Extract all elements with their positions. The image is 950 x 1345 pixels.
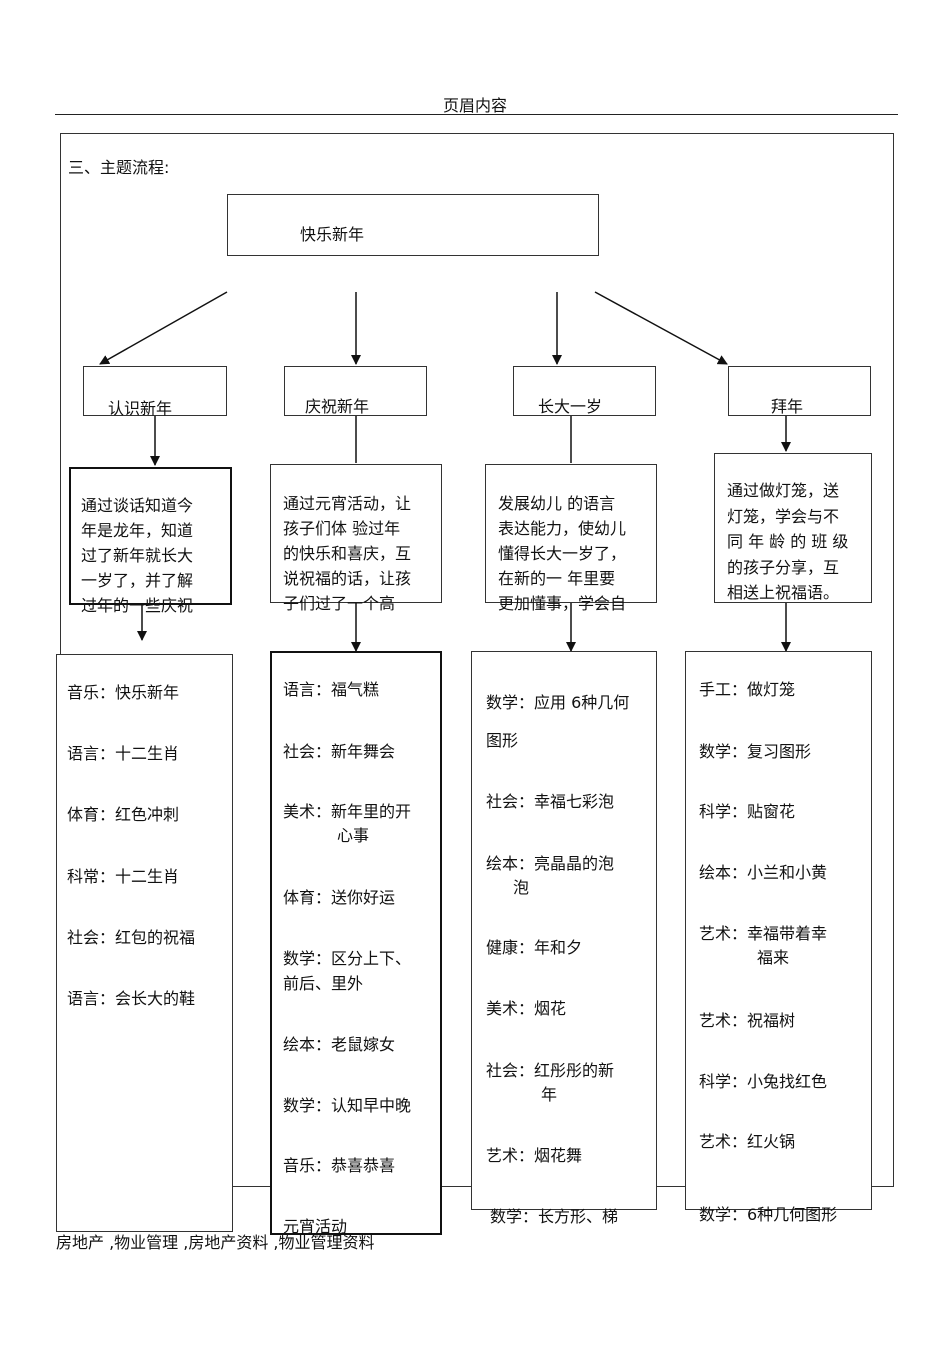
- activity-item: 美术：烟花: [486, 999, 567, 1018]
- description-line: 的快乐和喜庆，互: [283, 544, 412, 563]
- column-title-box-3: 长大一岁: [513, 366, 656, 416]
- description-line: 说祝福的话，让孩: [283, 569, 412, 588]
- activity-item: 健康：年和夕: [486, 938, 583, 957]
- column-title-2: 庆祝新年: [305, 397, 370, 416]
- description-line: 发展幼儿 的语言: [498, 494, 616, 513]
- description-line: 相送上祝福语。: [727, 583, 840, 602]
- description-line: 过年的一些庆祝: [81, 596, 194, 615]
- activity-item: 数学：长方形、梯: [490, 1207, 619, 1226]
- description-line: 通过元宵活动，让: [283, 494, 412, 513]
- description-box-4: 通过做灯笼，送 灯笼，学会与不 同 年 龄 的 班 级 的孩子分享，互 相送上祝…: [714, 453, 872, 603]
- activity-item: 语言：福气糕: [283, 680, 380, 699]
- activity-item: 艺术：祝福树: [699, 1011, 796, 1030]
- page-header: 页眉内容: [442, 96, 507, 115]
- description-line: 通过做灯笼，送: [727, 481, 840, 500]
- description-line: 灯笼，学会与不: [727, 506, 840, 526]
- activity-item: 社会：幸福七彩泡: [486, 792, 615, 811]
- description-line: 在新的一 年里要: [498, 569, 616, 588]
- activity-item: 数学：6种几何图形: [699, 1205, 838, 1224]
- column-title-3: 长大一岁: [538, 397, 603, 416]
- description-line: 子们过了一个高: [283, 594, 396, 613]
- page-footer: 房地产 ,物业管理 ,房地产资料 ,物业管理资料: [56, 1233, 375, 1252]
- activity-item: 元宵活动: [283, 1217, 348, 1236]
- description-line: 过了新年就长大: [81, 546, 194, 565]
- activity-box-4: [685, 651, 872, 1210]
- activity-item: 心事: [337, 826, 370, 845]
- activity-item: 绘本：老鼠嫁女: [283, 1035, 396, 1054]
- description-line: 一岁了，并了解: [81, 571, 194, 590]
- description-line: 同 年 龄 的 班 级: [727, 532, 849, 551]
- activity-box-1: [56, 654, 233, 1232]
- activity-item: 科学：小兔找红色: [699, 1072, 828, 1091]
- activity-item: 语言：十二生肖: [67, 744, 180, 763]
- activity-item: 体育：送你好运: [283, 888, 396, 907]
- description-box-1: 通过谈话知道今 年是龙年，知道 过了新年就长大 一岁了，并了解 过年的一些庆祝: [69, 467, 232, 615]
- activity-item: 数学：应用 6种几何: [486, 693, 630, 712]
- activity-box-3: [471, 651, 657, 1210]
- description-line: 年是龙年，知道: [81, 521, 194, 540]
- column-title-1: 认识新年: [108, 399, 173, 418]
- header-divider: [55, 114, 898, 115]
- description-line: 的孩子分享，互: [727, 557, 840, 577]
- description-text-4: 通过做灯笼，送 灯笼，学会与不 同 年 龄 的 班 级 的孩子分享，互 相送上祝…: [727, 478, 863, 606]
- activity-item: 社会：红彤彤的新: [486, 1061, 615, 1080]
- activity-item: 社会：新年舞会: [283, 742, 396, 761]
- activity-item: 体育：红色冲刺: [67, 805, 180, 824]
- root-topic-label: 快乐新年: [300, 225, 365, 244]
- activity-item: 图形: [486, 731, 519, 750]
- arrow-root-to-col1: [99, 291, 228, 365]
- activity-item: 数学：认知早中晚: [283, 1096, 412, 1115]
- activity-item: 艺术：烟花舞: [486, 1146, 583, 1165]
- activity-item: 绘本：亮晶晶的泡: [486, 854, 615, 873]
- activity-item: 福来: [757, 948, 790, 967]
- description-box-2: 通过元宵活动，让 孩子们体 验过年 的快乐和喜庆，互 说祝福的话，让孩 子们过了…: [270, 464, 442, 613]
- description-line: 表达能力，使幼儿: [498, 519, 627, 538]
- description-box-3: 发展幼儿 的语言 表达能力，使幼儿 懂得长大一岁了， 在新的一 年里要 更加懂事…: [485, 464, 657, 613]
- description-text-3: 发展幼儿 的语言 表达能力，使幼儿 懂得长大一岁了， 在新的一 年里要 更加懂事…: [498, 491, 653, 619]
- activity-item: 年: [541, 1085, 558, 1104]
- activity-item: 艺术：幸福带着幸: [699, 924, 828, 943]
- column-title-box-2: 庆祝新年: [284, 366, 427, 416]
- activity-item: 社会：红包的祝福: [67, 928, 196, 947]
- activity-item: 美术：新年里的开: [283, 802, 412, 821]
- activity-item: 艺术：红火锅: [699, 1132, 796, 1151]
- column-title-box-4: 拜年: [728, 366, 871, 416]
- description-text-1: 通过谈话知道今 年是龙年，知道 过了新年就长大 一岁了，并了解 过年的一些庆祝: [81, 493, 226, 621]
- activity-item: 科常：十二生肖: [67, 867, 180, 886]
- arrow-root-to-col4: [594, 291, 728, 365]
- activity-item: 绘本：小兰和小黄: [699, 863, 828, 882]
- activity-item: 音乐：快乐新年: [67, 683, 180, 702]
- activity-item: 音乐：恭喜恭喜: [283, 1156, 396, 1175]
- activity-item: 泡: [513, 878, 530, 897]
- description-line: 通过谈话知道今: [81, 496, 194, 515]
- column-title-box-1: 认识新年: [83, 366, 227, 418]
- activity-item: 语言：会长大的鞋: [67, 989, 196, 1008]
- activity-item: 前后、里外: [283, 974, 364, 993]
- description-line: 孩子们体 验过年: [283, 519, 401, 538]
- description-line: 更加懂事，学会自: [498, 594, 627, 613]
- description-text-2: 通过元宵活动，让 孩子们体 验过年 的快乐和喜庆，互 说祝福的话，让孩 子们过了…: [283, 491, 438, 619]
- activity-item: 科学：贴窗花: [699, 802, 796, 821]
- activity-item: 数学：区分上下、: [283, 949, 412, 968]
- activity-box-2: [270, 651, 442, 1235]
- column-title-4: 拜年: [771, 397, 804, 416]
- description-line: 懂得长大一岁了，: [498, 544, 627, 563]
- root-topic-box: 快乐新年: [227, 194, 599, 256]
- section-title: 三、主题流程:: [68, 158, 170, 177]
- activity-item: 手工：做灯笼: [699, 680, 796, 699]
- activity-item: 数学：复习图形: [699, 742, 812, 761]
